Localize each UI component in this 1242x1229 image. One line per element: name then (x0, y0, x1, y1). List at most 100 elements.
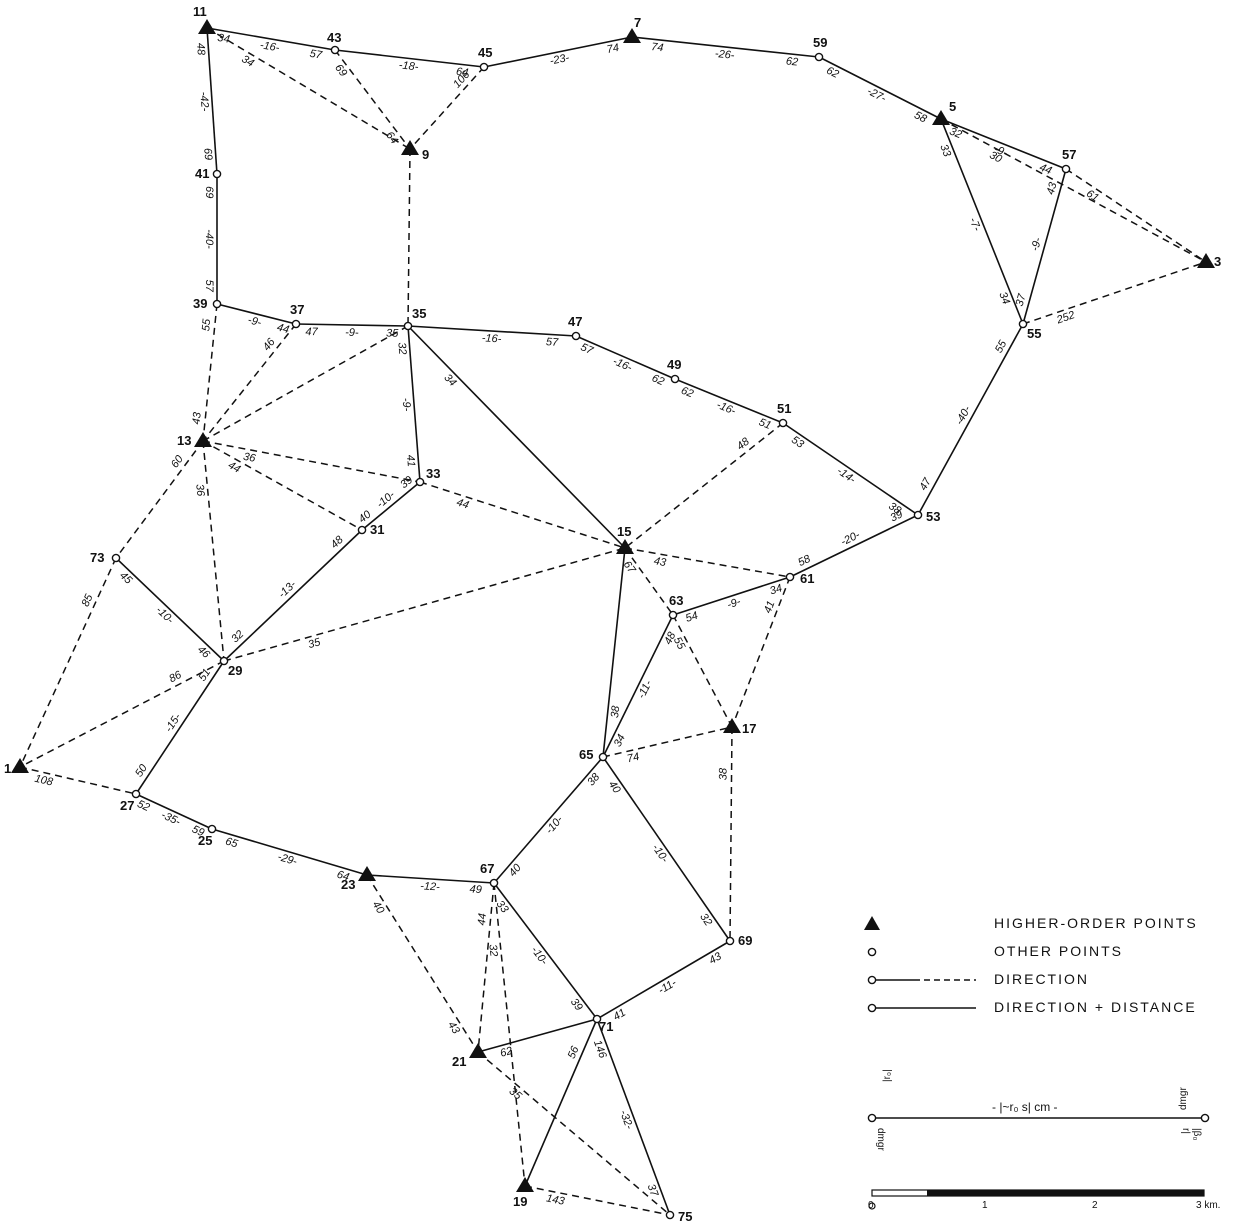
edge-35-13 (202, 325, 409, 442)
edge-label: 62 (650, 372, 666, 388)
edge-label: 74 (651, 41, 664, 54)
edge-label: -26- (714, 48, 735, 62)
edge-label: -16- (715, 399, 738, 418)
edge-label: -35- (159, 809, 182, 828)
edge-label: 64 (383, 129, 400, 146)
edge-51-53 (782, 422, 919, 516)
edge-5-3 (940, 118, 1207, 263)
other-point-marker (479, 62, 489, 72)
point-label-41: 41 (195, 166, 209, 181)
edge-label: -10- (153, 604, 176, 626)
edge-label: -16- (611, 355, 634, 374)
edge-13-31 (202, 440, 363, 531)
edge-57-3 (1065, 168, 1207, 263)
point-label-59: 59 (813, 35, 827, 50)
edge-label: 48 (662, 629, 679, 646)
edge-label: 65 (224, 836, 240, 851)
point-label-45: 45 (478, 45, 492, 60)
edge-label: 44 (476, 913, 489, 926)
point-label-47: 47 (568, 314, 582, 329)
edge-19-75 (524, 1185, 671, 1216)
edge-35-47 (407, 325, 577, 337)
edge-label: 34 (768, 582, 783, 597)
edge-47-49 (575, 335, 676, 380)
edge-label: 252 (1054, 309, 1076, 327)
edge-label: 44 (276, 322, 291, 337)
edge-27-25 (135, 793, 213, 830)
point-label-39: 39 (193, 296, 207, 311)
edge-label: 32 (697, 911, 714, 928)
legend-direction-label: DIRECTION (994, 971, 1089, 987)
edge-label: 34 (612, 733, 628, 749)
edge-61-17 (731, 576, 791, 728)
other-point-marker (665, 1210, 675, 1220)
legend-higher-label: HIGHER-ORDER POINTS (994, 915, 1198, 931)
edge-11-9 (206, 27, 411, 150)
point-label-57: 57 (1062, 147, 1076, 162)
other-point-marker (785, 572, 795, 582)
edge-label: 44 (1038, 162, 1054, 178)
point-label-65: 65 (579, 747, 593, 762)
edge-label: -10- (528, 944, 550, 967)
higher-order-point-marker (932, 110, 950, 125)
point-label-23: 23 (341, 877, 355, 892)
edge-label: -7- (967, 216, 983, 233)
edge-55-53 (917, 323, 1024, 516)
point-label-13: 13 (177, 433, 191, 448)
higher-order-point-marker (623, 28, 641, 43)
edge-55-3 (1022, 261, 1207, 325)
edge-71-19 (524, 1018, 598, 1187)
edge-label: 51 (197, 667, 214, 684)
point-label-61: 61 (800, 571, 814, 586)
edge-label: 40 (370, 899, 387, 916)
edge-label: 57 (309, 48, 324, 62)
higher-order-point-marker (194, 432, 212, 447)
circle-icon (867, 947, 877, 957)
edge-label: -9- (345, 327, 359, 339)
edge-label: -32- (617, 1109, 635, 1132)
point-label-35: 35 (412, 306, 426, 321)
edge-label: 85 (80, 592, 96, 609)
point-label-71: 71 (599, 1019, 613, 1034)
edge-label: -10- (544, 814, 566, 837)
edge-label: 52 (135, 798, 151, 814)
edge-63-61 (672, 576, 791, 616)
edge-label: -10- (375, 489, 398, 511)
higher-order-point-marker (11, 758, 29, 773)
edge-33-15 (419, 481, 626, 549)
edge-label: 57 (203, 280, 215, 293)
edge-45-9 (409, 66, 485, 150)
edge-label: 86 (167, 669, 184, 686)
higher-order-point-marker (358, 866, 376, 881)
edge-label: 69 (332, 62, 349, 79)
edge-label: 143 (545, 1192, 566, 1208)
triangle-icon (864, 916, 880, 930)
other-point-marker (592, 1014, 602, 1024)
higher-order-point-marker (723, 718, 741, 733)
edge-label: -40- (203, 229, 215, 249)
edge-label: 38 (609, 704, 622, 718)
other-point-marker (598, 752, 608, 762)
point-label-17: 17 (742, 721, 756, 736)
point-label-31: 31 (370, 522, 384, 537)
edge-43-45 (334, 49, 485, 68)
edge-15-63 (624, 547, 674, 616)
edge-label: -9- (247, 314, 263, 329)
edge-label: 34 (239, 53, 256, 70)
edge-11-41 (206, 27, 218, 175)
edge-label: 64 (455, 66, 469, 79)
other-point-marker (403, 321, 413, 331)
point-label-5: 5 (949, 99, 956, 114)
edge-label: -10- (649, 842, 670, 865)
edge-21-71 (477, 1018, 598, 1053)
point-label-37: 37 (290, 302, 304, 317)
edge-33-31 (361, 481, 421, 531)
edge-label: 62 (785, 55, 798, 68)
scale-graphics (867, 1113, 1210, 1210)
edge-label: 58 (796, 553, 813, 570)
other-point-marker (219, 656, 229, 666)
edge-67-65 (493, 756, 604, 884)
edge-label: -29- (276, 851, 298, 868)
other-point-marker (291, 319, 301, 329)
other-point-marker (725, 936, 735, 946)
